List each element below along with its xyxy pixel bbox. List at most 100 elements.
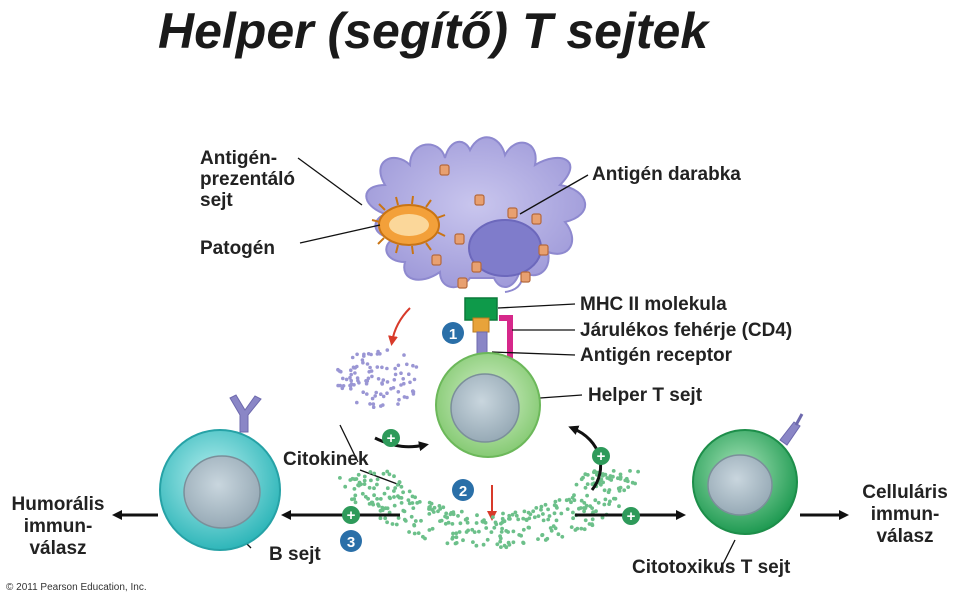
cytokine-dot [412, 531, 417, 536]
cytokine-dot [485, 537, 490, 542]
cytokine-dot [392, 503, 397, 508]
cytokine-dot [571, 510, 575, 515]
cytokine-dot [557, 498, 562, 502]
cytokine-dot [508, 517, 512, 521]
cytokine-dot [560, 534, 565, 539]
label-b-cell: B sejt [269, 544, 321, 565]
cytokine-dot [457, 530, 462, 534]
cytokine-dot [565, 507, 570, 511]
cytokine-dot [348, 375, 352, 380]
cytokine-dot [373, 394, 378, 398]
cytokine-dot [441, 505, 446, 510]
cytokine-dot [407, 530, 411, 534]
cytokine-dot [475, 513, 479, 518]
cytokine-dot [392, 474, 396, 479]
cytokine-dot [428, 505, 432, 509]
cytokine-dot [513, 510, 518, 515]
cytokine-dot [378, 516, 383, 521]
cytokine-dot [427, 512, 432, 516]
cytokine-dot [608, 499, 612, 504]
cytokine-dot [414, 365, 419, 369]
cytokine-dot [369, 478, 373, 483]
cytokine-dot [410, 501, 415, 505]
cytokine-dot [495, 542, 500, 547]
cytokine-dot [368, 470, 373, 474]
label-cellular-line1: Celluláris [862, 482, 948, 503]
cytokine-dot [375, 477, 380, 482]
cytokine-dot [356, 472, 361, 477]
cytokine-dot [356, 378, 360, 383]
cytokine-dot [547, 514, 552, 518]
cytokine-dot [375, 497, 379, 501]
cytokine-dot [385, 366, 389, 371]
cytokine-dot [502, 519, 507, 524]
cytokine-dot [405, 395, 409, 400]
cytokine-dot [366, 376, 371, 381]
cytokine-dot [393, 372, 398, 377]
step-badge-3: 3 [340, 530, 362, 552]
cytokine-dot [564, 498, 569, 503]
cytokine-dot [365, 392, 369, 396]
cytokine-dot [492, 525, 497, 530]
cytokine-dot [361, 390, 366, 395]
cytokine-dot [374, 390, 379, 395]
cytokine-dot [431, 510, 436, 514]
cytokine-dot [448, 512, 453, 517]
cytokine-dot [341, 376, 345, 381]
cytokine-dot [399, 383, 403, 387]
cytokine-dot [350, 476, 355, 481]
cytokine-dot [370, 396, 375, 401]
cytokine-dot [514, 513, 519, 518]
cytokine-dot [407, 489, 412, 494]
cytokine-dot [555, 505, 559, 510]
cytokine-dot [336, 383, 340, 388]
cytokine-dot [611, 474, 615, 479]
cytokine-dot [636, 469, 640, 474]
cytokine-dot [500, 526, 504, 531]
cytokine-dot [624, 476, 629, 481]
cytokine-dot [349, 368, 353, 373]
cytokine-dot [355, 364, 359, 369]
cytokine-dot [465, 520, 470, 525]
cytokine-dot [360, 358, 365, 362]
cytokine-dot [407, 372, 411, 377]
cytokine-dot [413, 519, 418, 523]
cytokine-dot [443, 514, 447, 519]
cytokine-dot [352, 487, 357, 491]
cytokine-dot [352, 383, 356, 387]
cytokine-dot [617, 504, 621, 509]
cytokine-dot [349, 378, 354, 383]
cytokine-dot [603, 497, 608, 502]
cytokine-dot [527, 516, 532, 521]
cytokine-dot [401, 490, 405, 495]
cytokine-dot [411, 392, 416, 396]
cytokine-dot [362, 482, 367, 486]
cytokine-dot [357, 483, 361, 488]
cytokine-dot [372, 486, 376, 491]
cytokine-dot [438, 519, 442, 523]
cytokine-dot [402, 353, 406, 357]
cytokine-dot [370, 374, 374, 379]
cytokine-dot [350, 355, 355, 360]
cytokine-dot [370, 500, 375, 505]
cytokine-dot [355, 376, 360, 380]
page-title: Helper (segítő) T sejtek [158, 3, 709, 59]
cytokine-dot [405, 362, 409, 367]
cytokine-dot [528, 512, 533, 517]
cytokine-dot [602, 488, 607, 493]
cytokine-dot [545, 536, 550, 541]
cytokine-dot [522, 509, 527, 514]
cytokine-dot [556, 532, 561, 537]
cytokine-dot [534, 506, 539, 510]
cytokine-dot [536, 537, 540, 541]
cytokine-dot [499, 521, 503, 526]
cytokine-dot [622, 488, 627, 493]
cytokine-dot [585, 473, 590, 477]
cytokine-dot [381, 471, 386, 476]
cytokine-dot [409, 514, 414, 519]
cytokine-dot [378, 497, 383, 501]
label-pathogen: Patogén [200, 238, 275, 259]
cytokine-dot [546, 507, 550, 512]
cytokine-dot [432, 505, 437, 510]
cytokine-dot [349, 372, 354, 377]
